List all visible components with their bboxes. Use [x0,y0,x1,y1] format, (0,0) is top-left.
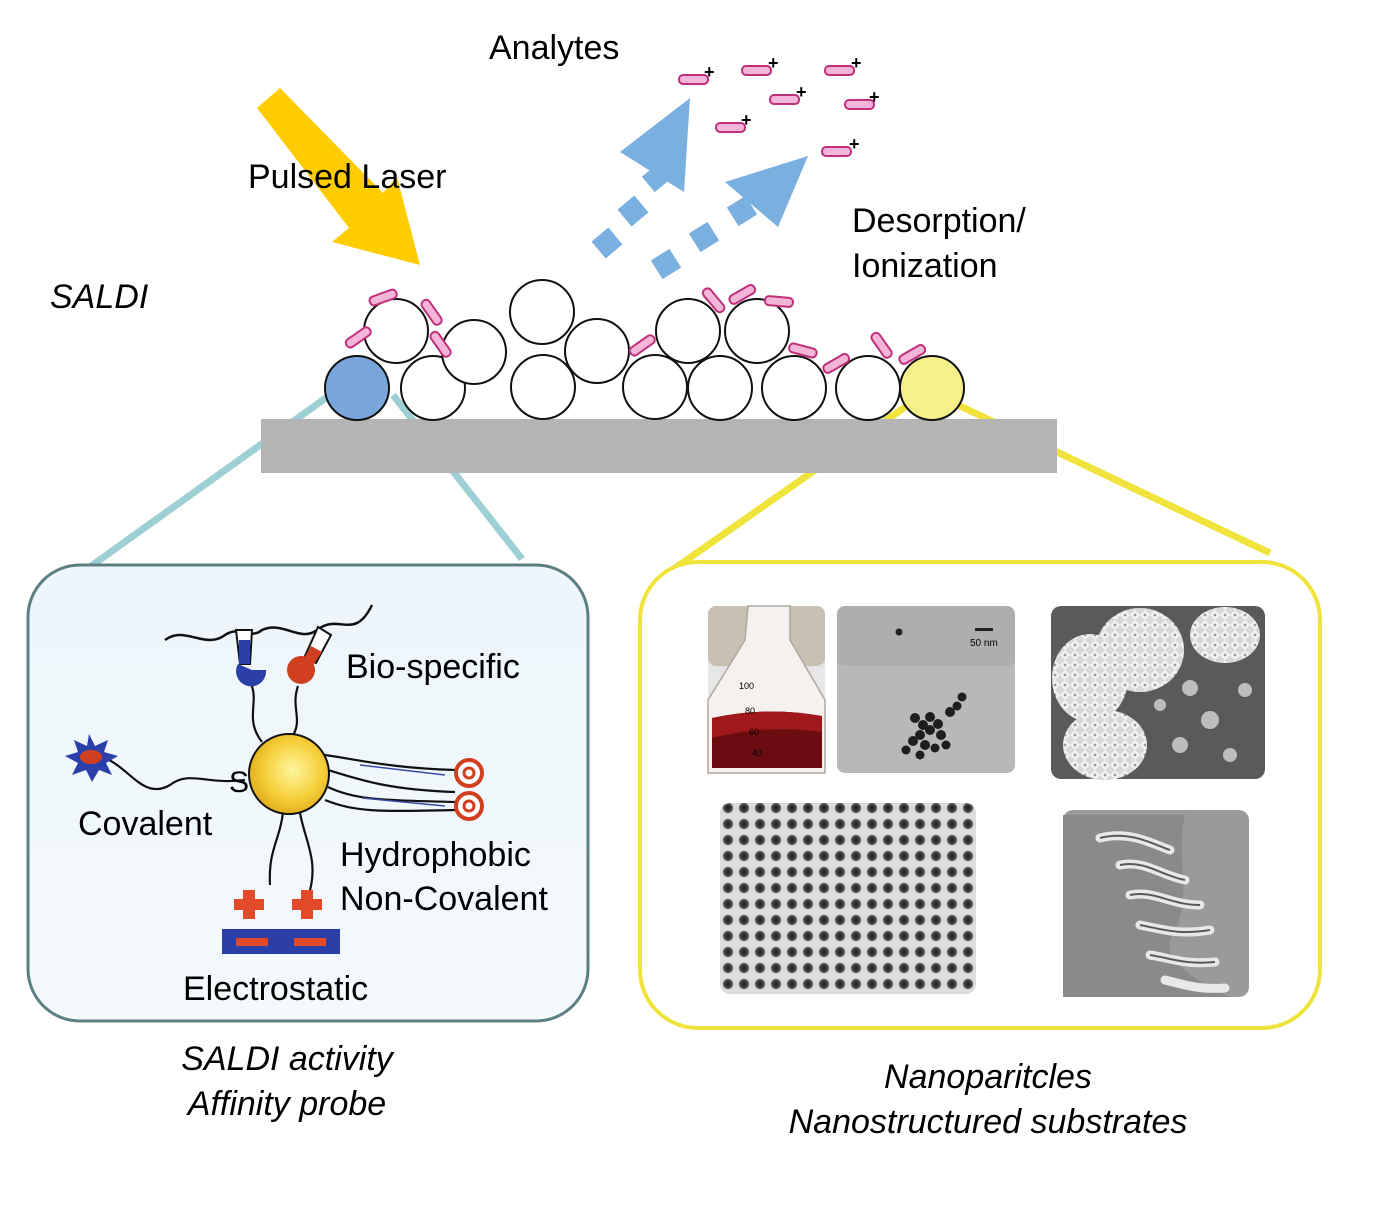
left-caption-line1: SALDI activity [181,1040,395,1078]
ligand-strands [108,685,456,891]
bio-specific-label: Bio-specific [346,648,520,686]
ion-charges: + + + + + + + [704,53,880,154]
hydrophobic-label: Hydrophobic [340,836,531,874]
non-covalent-label: Non-Covalent [340,880,548,918]
covalent-label: Covalent [78,805,213,843]
analyte-ion [741,65,772,76]
electrostatic-surface [222,929,340,954]
svg-text:+: + [768,53,779,73]
analyte-ion [821,146,852,157]
svg-text:100: 100 [739,681,754,691]
svg-text:60: 60 [749,727,759,737]
laser-arrow [257,88,420,265]
right-caption-line1: Nanoparitcles [884,1058,1092,1096]
svg-text:+: + [869,87,880,107]
analyte-ion [844,99,875,110]
svg-text:+: + [849,134,860,154]
sulfur-atom-label: S [229,766,249,799]
flask-photo: 100 80 60 40 [707,605,826,774]
analyte-ion [824,65,855,76]
substrate-plate [261,419,1057,473]
desorption-arrow-left [591,98,690,259]
nanoparticle-layer [363,279,901,421]
tem-image: 50 nm [837,606,1015,773]
flying-analytes [678,65,875,157]
right-caption-line2: Nanostructured substrates [789,1103,1188,1141]
desorption-arrow-right [650,156,808,280]
receptor-blue [234,629,267,687]
saldi-label: SALDI [50,278,149,316]
svg-text:40: 40 [752,748,762,758]
svg-text:+: + [851,53,862,73]
plus-charge-icon [234,890,322,919]
analyte-ion [678,74,709,85]
blue-probe-particle [324,355,390,421]
sem-nanoflower-image [1051,606,1265,780]
sem-nanotube-image [1063,810,1249,997]
tem-scale-bar-label: 50 nm [970,638,998,649]
analytes-label: Analytes [489,29,619,67]
gold-nanoparticle [248,733,330,815]
svg-text:+: + [741,110,752,130]
pulsed-laser-label: Pulsed Laser [248,158,446,196]
electrostatic-label: Electrostatic [183,970,368,1008]
covalent-star-icon [65,734,118,782]
receptor-red [287,625,333,684]
svg-text:+: + [704,62,715,82]
svg-text:+: + [796,82,807,102]
analyte-ion [715,122,746,133]
protein-chain [164,604,374,642]
hydrophobic-tails [359,764,446,807]
sem-porous-image [720,803,976,994]
ionization-label: Ionization [852,247,998,285]
hydrophobic-ring-icon [454,758,484,821]
analyte-ion [769,94,800,105]
yellow-substrate-particle [899,355,965,421]
desorption-label: Desorption/ [852,202,1026,240]
adsorbed-analytes [344,284,927,374]
left-caption-line2: Affinity probe [186,1085,386,1123]
svg-text:80: 80 [745,706,755,716]
